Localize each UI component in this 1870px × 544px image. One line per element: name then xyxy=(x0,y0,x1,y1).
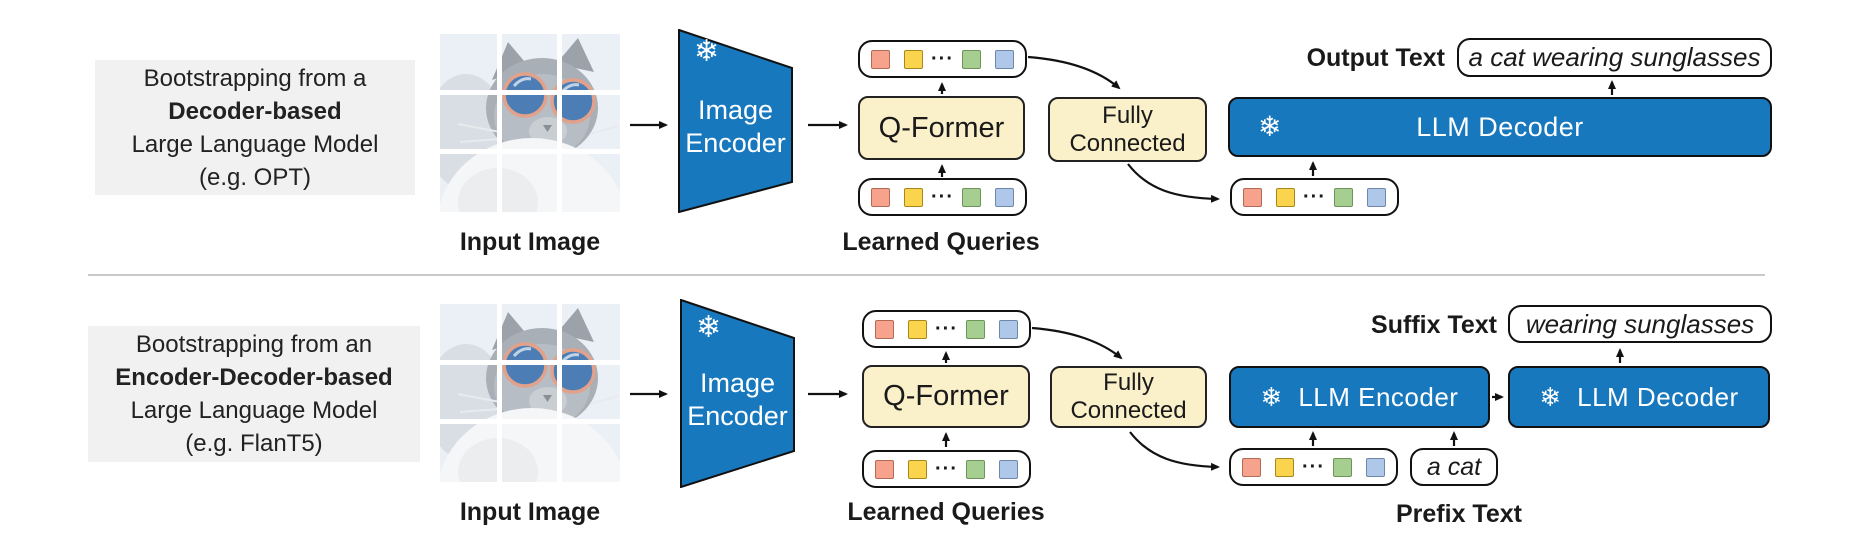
token-ellipsis: ··· xyxy=(931,48,954,70)
arrow-fully-connected-to-tokens xyxy=(1127,163,1220,203)
frozen-snowflake-icon: ❄ xyxy=(696,311,722,344)
token-square-green xyxy=(961,187,981,207)
frozen-snowflake-icon: ❄ xyxy=(694,35,720,68)
query-token-row-output: ··· xyxy=(862,310,1031,348)
llm-decoder-label: LLM Decoder xyxy=(1577,381,1739,412)
input-image-caption: Input Image xyxy=(459,228,601,256)
side-label-line: (e.g. FlanT5) xyxy=(185,430,323,457)
token-square-salmon xyxy=(875,319,894,339)
learned-queries-caption: Learned Queries xyxy=(847,498,1045,526)
token-square-blue xyxy=(994,187,1014,207)
fully-connected-line1: Fully xyxy=(1103,369,1154,396)
token-square-salmon xyxy=(1242,457,1261,477)
trapezoid-shape xyxy=(680,298,795,489)
soft-prompt-token-row: ··· xyxy=(1229,448,1398,486)
suffix-text-box: wearing sunglasses xyxy=(1508,305,1772,343)
llm-decoder-module: ❄ LLM Decoder xyxy=(1228,97,1772,157)
image-encoder-label-line2: Encoder xyxy=(687,400,788,431)
prefix-text-caption: Prefix Text xyxy=(1396,500,1522,528)
input-image-caption: Input Image xyxy=(459,498,601,526)
token-square-green xyxy=(1332,457,1352,477)
side-label-line: Large Language Model xyxy=(131,130,379,158)
image-encoder-label-line1: Image xyxy=(699,367,776,398)
side-label-line-bold: Encoder-Decoder-based xyxy=(115,364,393,391)
token-square-green xyxy=(1333,187,1353,207)
token-square-blue xyxy=(998,459,1018,479)
token-square-green xyxy=(961,49,981,69)
learned-queries-token-row: ··· xyxy=(858,178,1027,216)
llm-encoder-label: LLM Encoder xyxy=(1298,381,1459,412)
arrow-fully-connected-to-tokens xyxy=(1129,431,1220,471)
fully-connected-line1: Fully xyxy=(1102,101,1153,129)
query-token-row-output: ··· xyxy=(858,40,1027,78)
llm-decoder-label: LLM Decoder xyxy=(1416,111,1584,142)
token-square-salmon xyxy=(871,49,890,69)
token-square-salmon xyxy=(875,459,894,479)
token-square-blue xyxy=(994,49,1014,69)
side-label-line: (e.g. OPT) xyxy=(198,163,312,191)
token-square-salmon xyxy=(1243,187,1262,207)
fully-connected-line2: Connected xyxy=(1070,397,1187,424)
input-image-photo xyxy=(440,304,620,482)
row-divider xyxy=(88,274,1765,276)
image-encoder-label: Image Encoder xyxy=(680,299,795,488)
token-square-blue xyxy=(998,319,1018,339)
fully-connected-module: Fully Connected xyxy=(1050,366,1207,428)
token-ellipsis: ··· xyxy=(1303,186,1326,208)
suffix-text-caption: Suffix Text xyxy=(1371,311,1497,339)
token-ellipsis: ··· xyxy=(935,458,958,480)
frozen-snowflake-icon: ❄ xyxy=(1258,111,1282,142)
token-square-yellow xyxy=(1275,457,1294,477)
token-square-green xyxy=(965,459,985,479)
side-label-encoder-decoder-based: Bootstrapping from an Encoder-Decoder-ba… xyxy=(88,326,420,462)
image-encoder-label-line2: Encoder xyxy=(685,128,786,158)
frozen-snowflake-icon: ❄ xyxy=(1260,382,1283,412)
fully-connected-module: Fully Connected xyxy=(1048,97,1207,162)
token-square-yellow xyxy=(904,187,923,207)
token-square-yellow xyxy=(908,319,927,339)
image-encoder-label-line1: Image xyxy=(697,95,774,125)
token-square-yellow xyxy=(908,459,927,479)
cat-with-sunglasses-image xyxy=(440,304,620,482)
cat-with-sunglasses-image xyxy=(440,34,620,212)
token-ellipsis: ··· xyxy=(931,186,954,208)
frozen-snowflake-icon: ❄ xyxy=(1539,382,1562,412)
output-text-caption: Output Text xyxy=(1306,44,1445,72)
side-label-line: Bootstrapping from a xyxy=(143,64,367,92)
side-label-line-bold: Decoder-based xyxy=(168,97,342,125)
token-square-green xyxy=(965,319,985,339)
fully-connected-line2: Connected xyxy=(1069,129,1186,157)
token-square-blue xyxy=(1365,457,1385,477)
side-label-decoder-based: Bootstrapping from a Decoder-based Large… xyxy=(95,60,415,195)
token-square-salmon xyxy=(871,187,890,207)
token-square-yellow xyxy=(904,49,923,69)
qformer-module: Q-Former xyxy=(858,96,1025,160)
image-encoder-module: ❄ Image Encoder xyxy=(680,298,795,489)
side-label-line: Bootstrapping from an xyxy=(135,331,373,358)
arrow-tokens-to-fully-connected xyxy=(1031,326,1123,360)
prefix-text-box: a cat xyxy=(1410,448,1498,486)
output-text-box: a cat wearing sunglasses xyxy=(1457,38,1772,77)
image-encoder-label: Image Encoder xyxy=(678,29,793,213)
llm-encoder-module: ❄ LLM Encoder xyxy=(1229,366,1490,428)
input-image-photo xyxy=(440,34,620,212)
side-label-line: Large Language Model xyxy=(130,397,378,424)
token-square-blue xyxy=(1366,187,1386,207)
token-ellipsis: ··· xyxy=(1302,456,1325,478)
learned-queries-token-row: ··· xyxy=(862,450,1031,488)
image-encoder-module: ❄ Image Encoder xyxy=(678,28,793,214)
learned-queries-caption: Learned Queries xyxy=(842,228,1040,256)
trapezoid-shape xyxy=(678,28,793,214)
token-ellipsis: ··· xyxy=(935,318,958,340)
llm-decoder-module: ❄ LLM Decoder xyxy=(1508,366,1770,428)
arrow-tokens-to-fully-connected xyxy=(1027,55,1121,90)
qformer-module: Q-Former xyxy=(862,365,1030,428)
soft-prompt-token-row: ··· xyxy=(1230,178,1399,216)
token-square-yellow xyxy=(1276,187,1295,207)
